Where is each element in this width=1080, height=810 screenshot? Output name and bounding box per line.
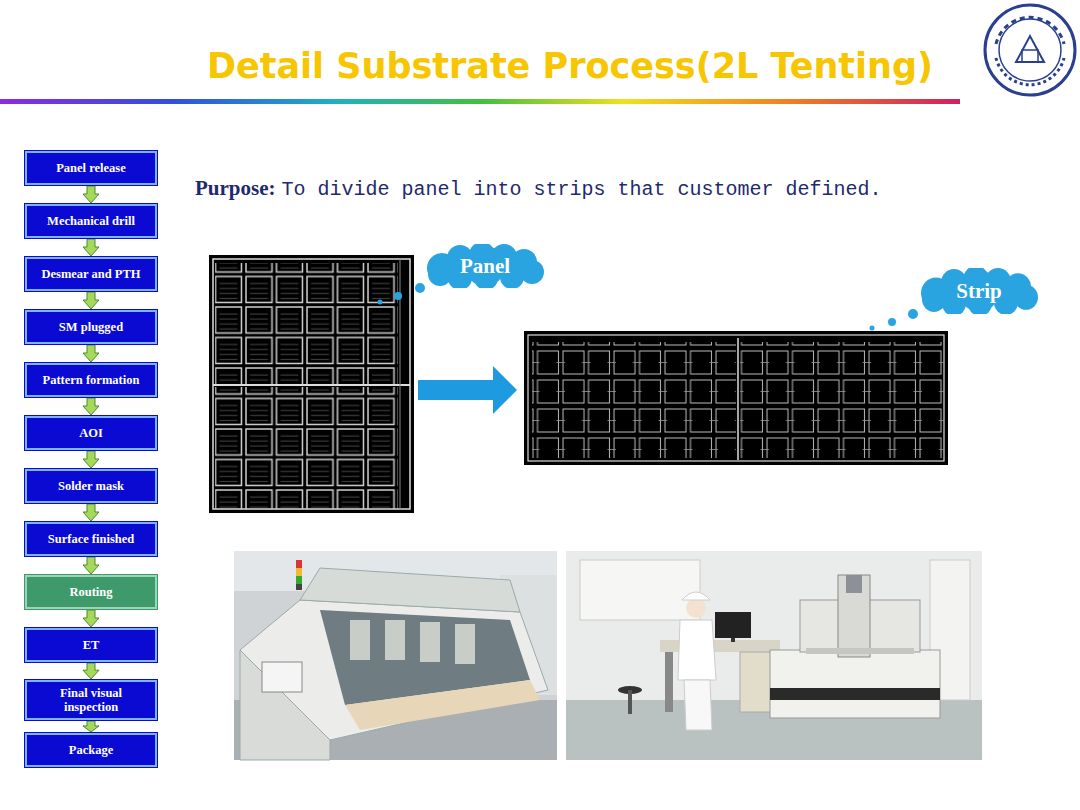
process-box: Package	[25, 733, 157, 767]
process-box: ET	[25, 628, 157, 662]
flow-arrow	[83, 292, 99, 309]
process-box: AOI	[25, 416, 157, 450]
node-text: Strip	[956, 279, 1002, 304]
process-box: Final visual inspection	[25, 680, 157, 720]
purpose-line: Purpose: To divide panel into strips that…	[195, 176, 882, 201]
node-text: Mechanical drill	[47, 214, 135, 228]
flow-arrow	[83, 451, 99, 468]
rainbow-rule	[0, 99, 960, 104]
flow-arrow	[83, 398, 99, 415]
inspection-station-photo	[566, 551, 982, 760]
flow-arrow	[83, 610, 99, 627]
node-text: ET	[83, 638, 100, 652]
callout-dots	[378, 283, 919, 331]
node-text: Final visual inspection	[33, 686, 149, 714]
flow-arrow	[83, 239, 99, 256]
strip-image	[524, 331, 948, 465]
slide-title: Detail Substrate Process(2L Tenting)	[0, 46, 1080, 86]
process-box: Solder mask	[25, 469, 157, 503]
callout-cloud: Panel	[420, 244, 550, 288]
process-box: Mechanical drill	[25, 204, 157, 238]
flow-arrow	[83, 663, 99, 679]
flow-arrow	[83, 557, 99, 574]
node-text: Panel release	[56, 161, 126, 175]
process-box: Pattern formation	[25, 363, 157, 397]
process-box: Desmear and PTH	[25, 257, 157, 291]
purpose-text: To divide panel into strips that custome…	[282, 178, 882, 201]
flow-arrow	[83, 186, 99, 203]
node-text: SM plugged	[59, 320, 123, 334]
flow-arrow	[83, 345, 99, 362]
flow-arrow	[83, 721, 99, 732]
node-text: Pattern formation	[43, 373, 140, 387]
transform-arrow	[418, 366, 517, 414]
callout-cloud: Strip	[914, 268, 1044, 314]
process-box: SM plugged	[25, 310, 157, 344]
process-box: Surface finished	[25, 522, 157, 556]
routing-machine-photo	[234, 551, 557, 760]
purpose-heading: Purpose:	[195, 176, 276, 200]
panel-image	[209, 255, 414, 513]
node-text: Package	[69, 743, 113, 757]
process-box: Routing	[25, 575, 157, 609]
university-seal	[985, 5, 1075, 95]
process-box: Panel release	[25, 151, 157, 185]
flow-arrow	[83, 504, 99, 521]
node-text: Solder mask	[58, 479, 124, 493]
node-text: Desmear and PTH	[41, 267, 140, 281]
node-text: Surface finished	[48, 532, 134, 546]
node-text: Routing	[69, 585, 112, 599]
node-text: AOI	[79, 426, 103, 440]
node-text: Panel	[460, 254, 510, 279]
